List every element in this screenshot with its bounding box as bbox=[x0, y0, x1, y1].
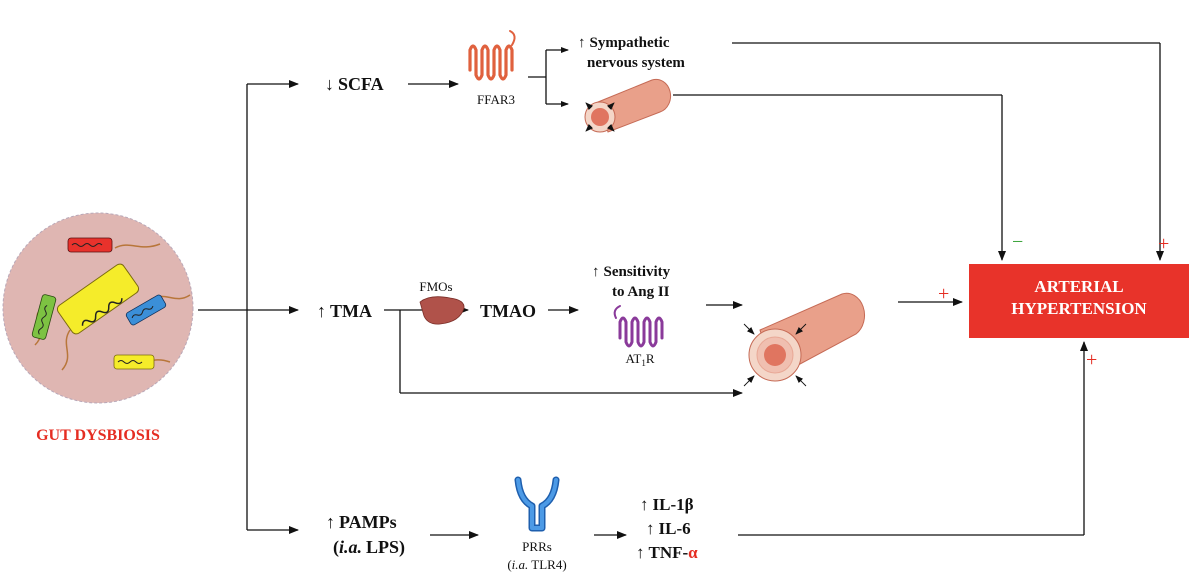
plus-sign-vessel: + bbox=[938, 283, 949, 305]
ffar3-receptor-icon bbox=[468, 30, 516, 81]
hypertension-label-line1: ARTERIAL bbox=[1034, 277, 1123, 296]
tlr4-label: (i.a.TLR4) bbox=[507, 557, 566, 572]
tnfa-label: ↑TNF-α bbox=[636, 543, 698, 562]
sympathetic-label-line2: nervous system bbox=[587, 55, 685, 71]
il6-label: ↑IL-6 bbox=[646, 519, 691, 538]
dilated-vessel-icon bbox=[584, 78, 672, 133]
prr-receptor-icon bbox=[514, 476, 560, 532]
pamps-label: ↑PAMPs bbox=[326, 512, 397, 532]
arterial-hypertension-box: ARTERIAL HYPERTENSION bbox=[969, 264, 1189, 338]
sensitivity-label-line2: to Ang II bbox=[612, 284, 670, 300]
ffar3-label: FFAR3 bbox=[477, 92, 515, 107]
gut-dysbiosis-label: GUT DYSBIOSIS bbox=[36, 427, 160, 444]
prrs-label: PRRs bbox=[522, 539, 552, 554]
lps-label: (i.a.LPS) bbox=[333, 537, 405, 558]
sympathetic-label: ↑Sympathetic bbox=[578, 35, 670, 51]
bacterium-green bbox=[31, 294, 57, 340]
tma-label: ↑TMA bbox=[317, 301, 372, 321]
bacterium-blue bbox=[125, 294, 167, 326]
constricted-vessel-icon bbox=[743, 292, 866, 387]
sensitivity-label: ↑Sensitivity bbox=[592, 264, 671, 280]
at1r-label: AT1R bbox=[625, 351, 654, 368]
minus-sign: − bbox=[1012, 231, 1023, 253]
fmos-label: FMOs bbox=[419, 279, 452, 294]
il1b-label: ↑IL-1β bbox=[640, 495, 694, 514]
connector-lines bbox=[198, 42, 1164, 539]
tmao-label: TMAO bbox=[480, 301, 536, 321]
hypertension-label-line2: HYPERTENSION bbox=[1011, 299, 1147, 318]
scfa-label: ↓SCFA bbox=[325, 74, 384, 94]
bacterium-yellow-small bbox=[113, 354, 155, 370]
at1r-receptor-icon bbox=[613, 305, 664, 348]
liver-icon bbox=[419, 296, 465, 325]
bacterium-red bbox=[67, 237, 113, 253]
plus-sign-cytokines: + bbox=[1086, 349, 1097, 371]
gut-dysbiosis-illustration bbox=[2, 212, 194, 404]
plus-sign-sympathetic: + bbox=[1158, 233, 1169, 255]
bacterium-large bbox=[56, 263, 140, 335]
